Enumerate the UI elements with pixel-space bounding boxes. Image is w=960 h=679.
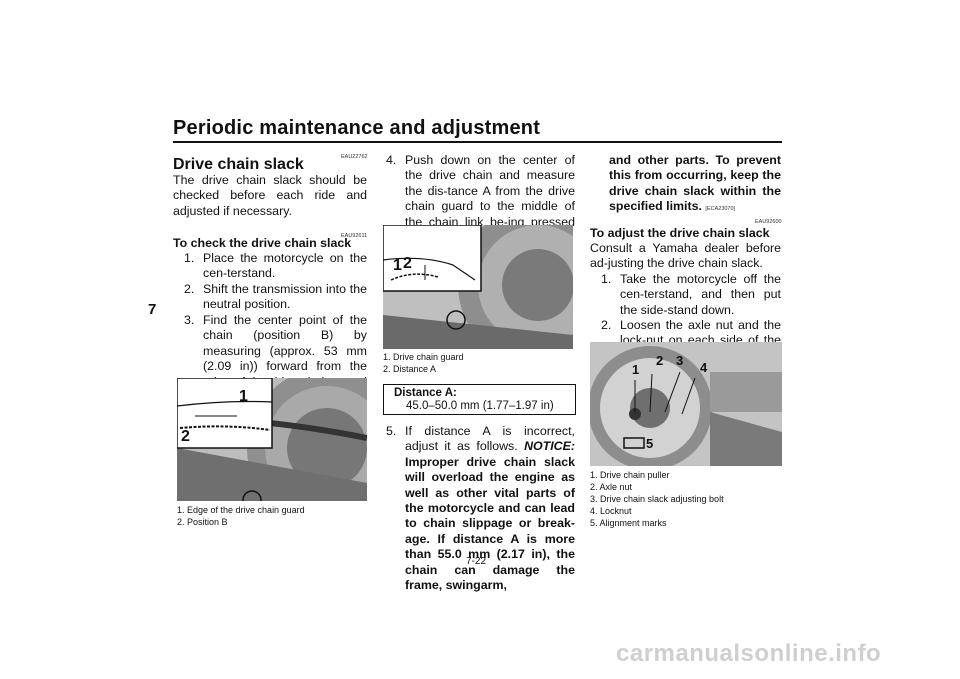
figure-label: 2 [403,255,412,272]
check-title: To check the drive chain slack [173,236,352,250]
chain-guard-photo: 1 2 [177,378,367,501]
section-code: EAU22762 [341,154,368,160]
section-title: Drive chain slack [173,156,304,173]
figure-label: 4 [700,360,708,375]
page-number: 7-22 [466,556,487,567]
figure-caption: 2. Position B [177,517,228,527]
list-item: 5. If distance A is incorrect, adjust it… [386,424,575,593]
page-title: Periodic maintenance and adjustment [173,117,541,139]
adjust-title: To adjust the drive chain slack [590,226,770,240]
distance-spec-box: Distance A: 45.0–50.0 mm (1.77–1.97 in) [383,384,576,415]
distance-value: 45.0–50.0 mm (1.77–1.97 in) [406,400,554,412]
watermark: carmanualsonline.info [616,640,882,667]
figure-caption: 1. Edge of the drive chain guard [177,505,305,515]
figure-caption: 5. Alignment marks [590,518,667,528]
list-item: 4. Push down on the center of the drive … [386,153,575,244]
adjust-intro: Consult a Yamaha dealer before ad-justin… [590,241,781,271]
header-rule [173,141,782,143]
continued-warning: and other parts. To prevent this from oc… [609,153,781,214]
check-code: EAU92611 [341,233,368,239]
figure-label: 3 [676,353,684,368]
figure-label: 1 [632,362,640,377]
figure-caption: 1. Drive chain guard [383,352,464,362]
caution-code: [ECA23070] [705,206,736,213]
figure-label: 2 [181,428,190,445]
chapter-tab: 7 [148,301,157,318]
adjust-code: EAU92600 [755,219,782,225]
list-item: 1. Place the motorcycle on the cen-terst… [184,251,367,281]
figure-label: 1 [239,388,248,405]
intro-text: The drive chain slack should be checked … [173,173,367,218]
figure-caption: 4. Locknut [590,506,632,516]
figure-label: 5 [646,436,654,451]
adjuster-photo: 1 2 3 4 5 [590,342,782,466]
notice-label: NOTICE: [524,439,575,454]
figure-caption: 3. Drive chain slack adjusting bolt [590,494,724,504]
figure-caption: 1. Drive chain puller [590,470,670,480]
list-item: 3. Find the center point of the chain (p… [184,313,367,404]
figure-label: 1 [393,257,402,274]
list-item: 2. Shift the transmission into the neutr… [184,282,367,312]
figure-label: 2 [656,353,664,368]
chain-distance-photo: 1 2 [383,225,573,349]
figure-caption: 2. Distance A [383,364,437,374]
figure-caption: 2. Axle nut [590,482,633,492]
list-item: 1. Take the motorcycle off the cen-terst… [601,272,781,317]
distance-label: Distance A: [394,387,457,399]
